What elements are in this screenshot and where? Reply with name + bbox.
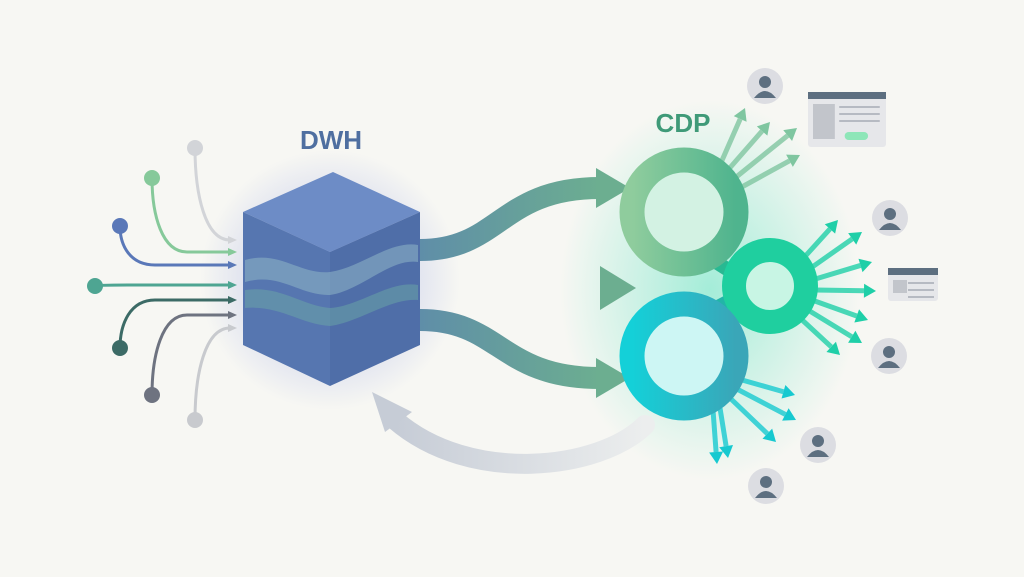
output-arrow: [728, 396, 770, 436]
cdp-ring-top: [619, 147, 749, 277]
avatar-head: [759, 76, 771, 88]
input-arrow-head: [228, 236, 237, 244]
input-line: [193, 147, 231, 242]
return-arrow: [372, 392, 655, 474]
output-arrow-head: [786, 154, 800, 167]
output-arrow-head: [783, 128, 797, 141]
output-arrow-head: [858, 258, 872, 273]
cdp-rings: [619, 147, 818, 421]
output-arrow: [717, 407, 729, 447]
input-arrow-head: [228, 296, 237, 304]
output-arrow-head: [756, 122, 770, 136]
input-source-dot: [144, 170, 160, 186]
input-source-dot: [87, 278, 103, 294]
output-arrow: [710, 409, 719, 453]
browser-text-line: [839, 113, 880, 115]
input-arrow-head: [228, 311, 237, 319]
output-arrow-head: [863, 283, 876, 298]
input-sources: [87, 140, 237, 428]
output-arrow-head: [848, 232, 862, 245]
input-line: [150, 313, 228, 396]
output-arrow-head: [719, 445, 734, 458]
avatar-head: [884, 208, 896, 220]
user-avatar-icon: [871, 338, 907, 374]
output-arrow: [733, 385, 787, 417]
output-arrow-head: [781, 384, 795, 399]
input-arrow-head: [228, 248, 237, 256]
output-arrow: [811, 263, 862, 283]
user-avatar-icon: [748, 468, 784, 504]
avatar-head: [883, 346, 895, 358]
flow-arrows: [419, 168, 636, 398]
browser-text-line: [908, 289, 934, 291]
input-source-dot: [112, 340, 128, 356]
avatar-body: [755, 491, 777, 498]
input-arrow-head: [228, 281, 237, 289]
output-arrow-head: [782, 408, 796, 421]
user-avatar-icon: [800, 427, 836, 463]
dwh-label: DWH: [299, 125, 363, 155]
output-arrows: [709, 108, 876, 464]
cdp-ring-bottom: [619, 291, 749, 421]
input-arrow-head: [228, 261, 237, 269]
browser-titlebar: [888, 268, 938, 275]
browser-window-icon: [808, 92, 886, 147]
avatar-body: [879, 223, 901, 230]
output-arrow-head: [733, 108, 747, 122]
input-line: [150, 177, 228, 254]
output-arrow: [717, 117, 743, 167]
output-arrow: [811, 297, 858, 319]
avatar-body: [754, 91, 776, 98]
output-arrow: [806, 307, 854, 339]
output-arrow: [738, 158, 791, 191]
input-line: [193, 326, 231, 421]
output-arrow-head: [762, 428, 776, 442]
browser-image-placeholder: [893, 280, 907, 293]
browser-text-line: [839, 120, 880, 122]
input-source-dot: [112, 218, 128, 234]
output-arrow-head: [824, 220, 838, 234]
output-arrow: [798, 316, 833, 349]
flow-arrow-head: [596, 358, 630, 398]
output-arrow-head: [709, 451, 724, 464]
input-source-dot: [187, 412, 203, 428]
input-source-dot: [144, 387, 160, 403]
output-arrow: [806, 236, 854, 273]
output-arrow: [726, 129, 764, 172]
browser-text-line: [908, 282, 934, 284]
browser-titlebar: [808, 92, 886, 99]
user-avatar-icon: [872, 200, 908, 236]
output-arrow-head: [854, 309, 868, 323]
output-arrow-head: [826, 341, 840, 355]
flow-arrow-head: [596, 168, 630, 208]
browser-text-line: [839, 106, 880, 108]
avatar-body: [878, 361, 900, 368]
output-arrow-head: [848, 330, 862, 343]
browser-text-line: [908, 296, 934, 298]
output-arrow: [733, 133, 790, 180]
input-source-dot: [187, 140, 203, 156]
data-warehouse-cube: [243, 172, 420, 386]
input-arrow-head: [228, 324, 237, 332]
browser-window-icon: [888, 268, 938, 301]
avatar-body: [807, 450, 829, 457]
input-line: [93, 283, 228, 288]
audience-icons: [747, 68, 938, 504]
cdp-label: CDP: [655, 108, 711, 138]
browser-button: [844, 132, 869, 140]
flow-arrow-head: [600, 266, 636, 310]
avatar-head: [760, 476, 772, 488]
browser-image-placeholder: [813, 104, 835, 139]
user-avatar-icon: [747, 68, 783, 104]
cdp-ring-middle: [722, 238, 818, 334]
avatar-head: [812, 435, 824, 447]
output-arrow: [814, 287, 865, 294]
